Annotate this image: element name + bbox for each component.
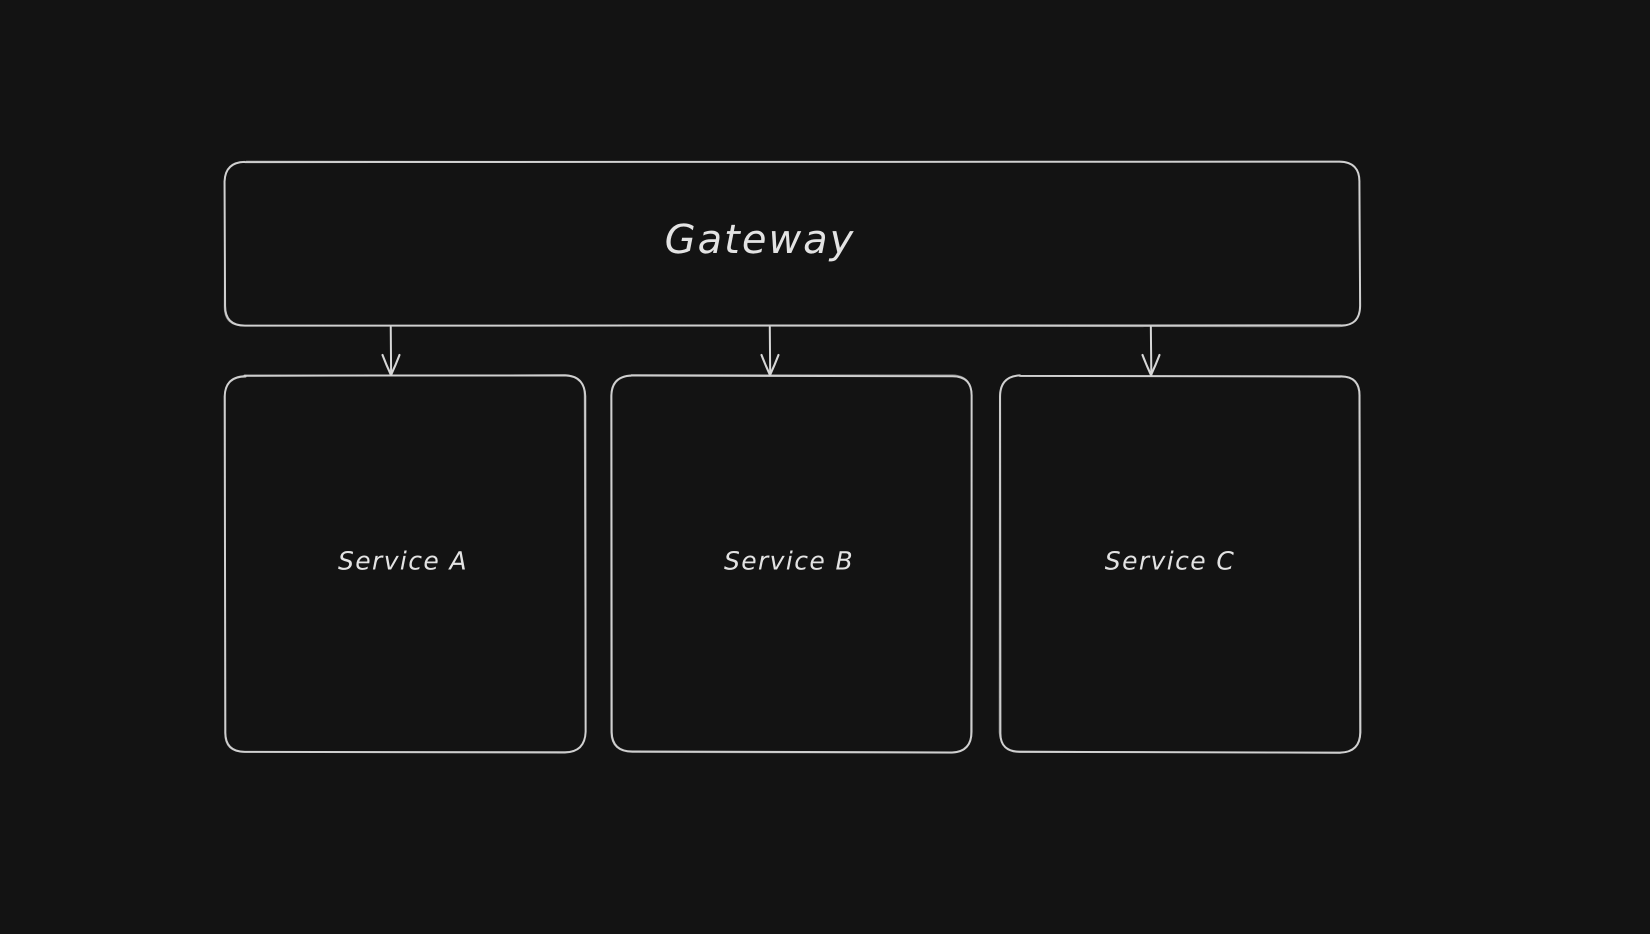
- node-outline-service-a: [223, 374, 587, 754]
- arrowhead-left-stroke: [760, 353, 772, 377]
- arrowhead-left-stroke: [1141, 353, 1153, 377]
- node-service-c[interactable]: [998, 374, 1362, 754]
- arrowhead-right-stroke: [389, 353, 401, 377]
- node-outline-service-b: [610, 374, 973, 754]
- edges-layer: [381, 326, 1161, 377]
- node-outline-service-b: [610, 374, 973, 754]
- edge-gateway-service-a[interactable]: [381, 326, 401, 377]
- node-outline-gateway: [223, 160, 1361, 328]
- arrowhead-right-stroke: [1149, 353, 1161, 377]
- shapes-layer: [223, 160, 1362, 754]
- node-outline-service-c: [999, 374, 1362, 754]
- node-gateway[interactable]: [223, 160, 1362, 328]
- edge-gateway-service-b[interactable]: [760, 326, 780, 377]
- arrowhead-right-stroke: [768, 353, 780, 377]
- arrowhead-left-stroke: [381, 353, 393, 377]
- node-service-a[interactable]: [223, 374, 587, 754]
- node-outline-gateway: [223, 160, 1362, 327]
- node-outline-service-a: [224, 374, 587, 753]
- node-outline-service-c: [998, 375, 1362, 754]
- node-service-b[interactable]: [610, 374, 973, 754]
- edge-gateway-service-c[interactable]: [1141, 326, 1161, 377]
